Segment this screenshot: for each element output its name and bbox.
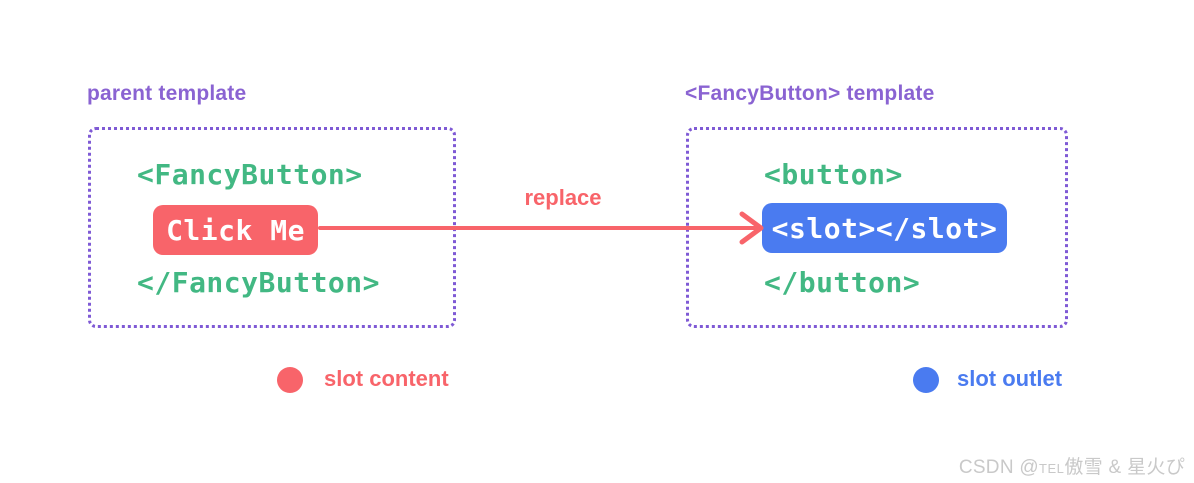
slot-content-label: slot content [324, 366, 449, 391]
click-me-button: Click Me [153, 205, 318, 255]
click-me-label: Click Me [166, 213, 305, 247]
watermark-handle: 傲雪 & 星火ぴ [1064, 457, 1185, 478]
watermark-handle-small: TEL [1039, 461, 1065, 476]
slot-outlet-label: slot outlet [957, 366, 1063, 391]
fancybutton-open-tag: <FancyButton> [137, 158, 363, 191]
replace-arrow [318, 211, 764, 245]
slot-tag-label: <slot></slot> [771, 211, 998, 245]
fancybutton-close-tag: </FancyButton> [137, 266, 381, 299]
parent-template-title: parent template [87, 82, 247, 105]
watermark-prefix: CSDN @ [958, 457, 1040, 478]
parent-template-panel: <FancyButton> Click Me </FancyButton> [88, 127, 456, 328]
slot-outlet-dot [913, 367, 939, 393]
fancybutton-template-title: <FancyButton> template [685, 82, 935, 105]
replace-arrow-label: replace [524, 185, 602, 210]
button-open-tag: <button> [764, 158, 903, 191]
button-close-tag: </button> [764, 266, 921, 299]
csdn-watermark: CSDN @TEL傲雪 & 星火ぴ [959, 452, 1185, 479]
slot-outlet-chip: <slot></slot> [762, 203, 1007, 253]
slot-content-dot [277, 367, 303, 393]
